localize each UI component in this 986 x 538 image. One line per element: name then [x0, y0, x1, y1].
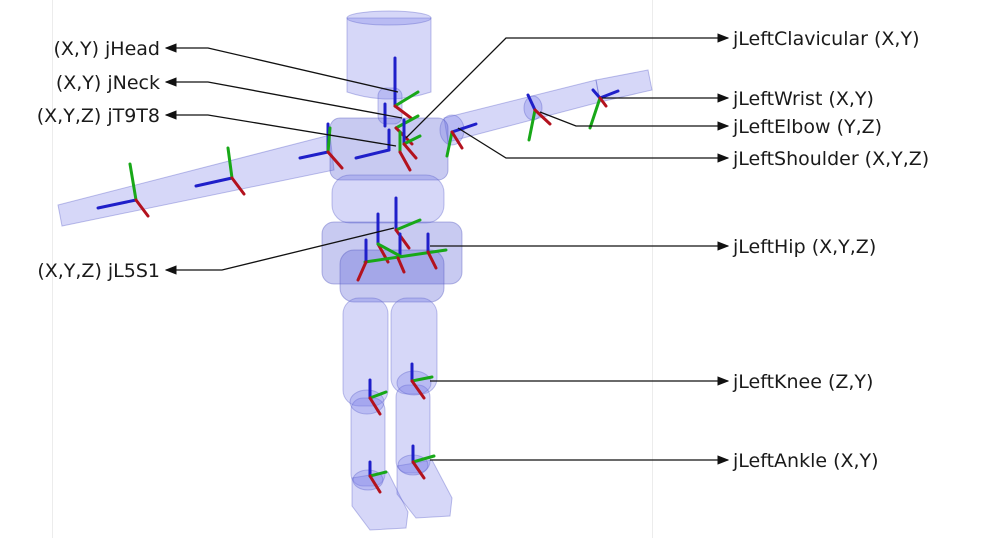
clavicular-leader-line — [405, 33, 730, 139]
label-jleftwrist: jLeftWrist (X,Y) — [732, 88, 874, 110]
clavicular-joint-axes — [402, 118, 422, 160]
label-jlefthip: jLeftHip (X,Y,Z) — [732, 236, 876, 258]
right-elbow-joint-axes — [194, 146, 246, 196]
left-shoulder-joint-axes — [445, 122, 478, 158]
l5s1-leader-line — [164, 227, 395, 275]
label-jhead: (X,Y) jHead — [54, 38, 161, 60]
left-thigh-segment — [390, 297, 438, 395]
hip-joint-axes — [356, 232, 448, 282]
right-wrist-joint-axes — [96, 162, 150, 218]
left-shoulder-cap — [439, 114, 465, 146]
left-wrist-joint-axes — [588, 88, 620, 130]
right-guide-line — [652, 0, 653, 538]
neck-leader-line — [164, 77, 403, 119]
label-jleftshoulder: jLeftShoulder (X,Y,Z) — [732, 148, 929, 170]
leader-lines — [164, 33, 730, 465]
right-foot-segment — [351, 471, 409, 531]
t9t8-joint-axes — [354, 128, 412, 172]
left-knee-joint-axes — [410, 362, 434, 400]
right-shank-segment — [350, 397, 386, 487]
head-segment — [346, 17, 432, 100]
left-labels: (X,Y) jHead (X,Y) jNeck (X,Y,Z) jT9T8 (X… — [37, 38, 160, 282]
label-jleftknee: jLeftKnee (Z,Y) — [732, 371, 873, 393]
l5s1-joint-axes — [394, 196, 422, 250]
right-knee-joint-axes — [368, 378, 388, 416]
label-jleftclavicular: jLeftClavicular (X,Y) — [732, 28, 919, 50]
right-shoulder-joint-axes — [298, 122, 344, 170]
label-jl5s1: (X,Y,Z) jL5S1 — [37, 260, 160, 282]
left-guide-line — [52, 0, 53, 538]
abdomen-segment — [331, 174, 445, 224]
right-ankle-joint-axes — [368, 460, 388, 494]
head-top — [346, 10, 432, 26]
right-upper-arm-segment — [57, 134, 335, 227]
elbow-leader-line — [539, 111, 730, 131]
shoulder-leader-line — [457, 127, 730, 163]
t9t8-leader-line — [164, 110, 397, 147]
joint-axes — [96, 56, 620, 494]
left-ankle-joint-axes — [411, 444, 436, 480]
head-leader-line — [164, 43, 399, 93]
label-jleftelbow: jLeftElbow (Y,Z) — [732, 116, 882, 138]
right-thigh-segment — [342, 297, 389, 407]
label-jleftankle: jLeftAnkle (X,Y) — [732, 450, 879, 472]
label-jt9t8: (X,Y,Z) jT9T8 — [37, 105, 160, 127]
head-joint-axes — [393, 56, 420, 120]
left-elbow-joint-axes — [526, 93, 552, 142]
label-jneck: (X,Y) jNeck — [56, 72, 160, 94]
left-upper-arm-segment — [443, 79, 601, 143]
right-labels: jLeftClavicular (X,Y) jLeftWrist (X,Y) j… — [732, 28, 929, 472]
